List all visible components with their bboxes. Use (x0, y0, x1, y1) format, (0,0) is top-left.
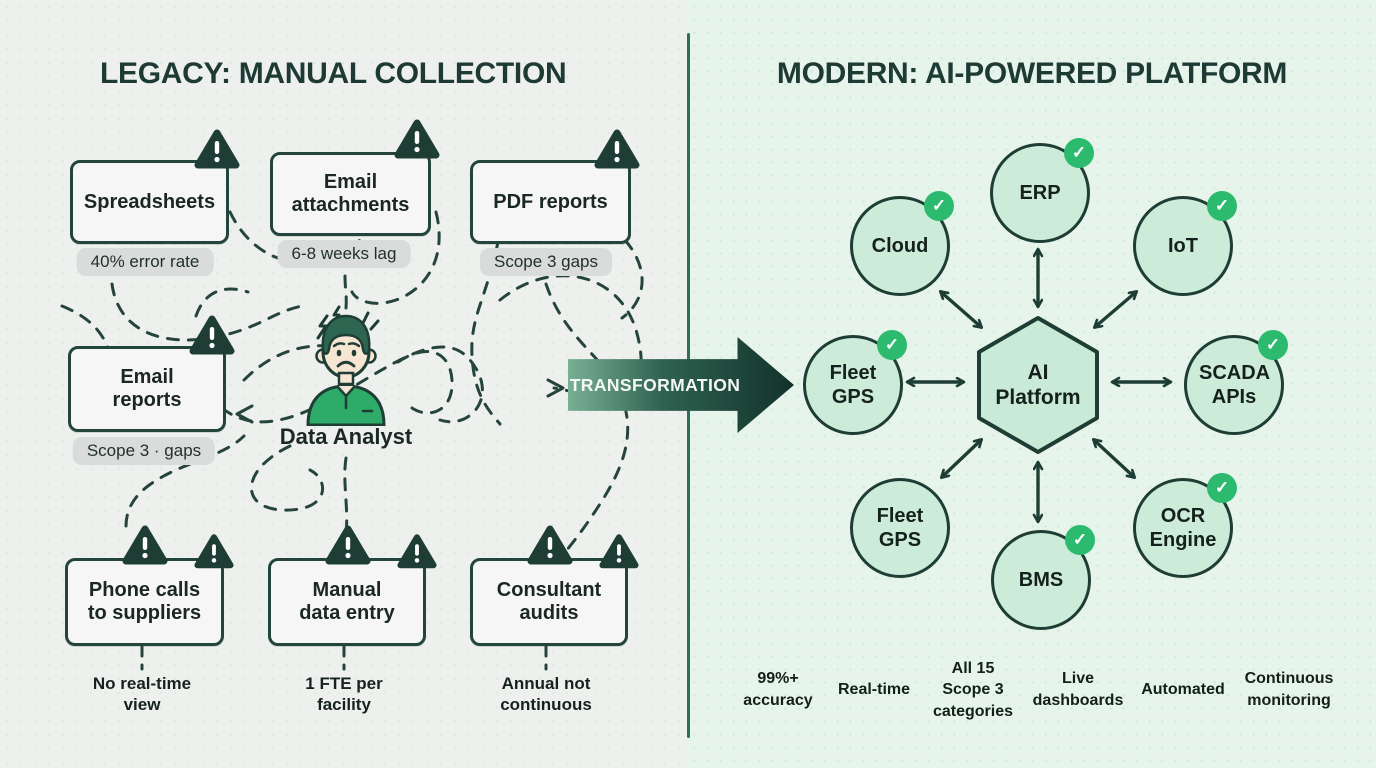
node-label: Fleet GPS (829, 362, 877, 408)
source-badge: 6-8 weeks lag (277, 240, 411, 268)
node-label: Cloud (871, 235, 929, 257)
node-ocr-engine: OCR Engine ✓ (1133, 473, 1237, 578)
source-label: PDF reports (493, 190, 608, 213)
node-fleet-gps-left: Fleet GPS ✓ (803, 330, 907, 435)
transformation-label: TRANSFORMATION (569, 374, 741, 395)
source-box-email-attachments: Email attachments (270, 152, 431, 236)
source-badge: Scope 3 · gaps (72, 437, 216, 465)
node-label: IoT (1168, 235, 1198, 257)
node-label: Fleet GPS (876, 505, 924, 551)
node-scada-apis: SCADA APIs ✓ (1184, 330, 1288, 435)
check-icon: ✓ (1064, 138, 1094, 168)
warning-icon (194, 533, 234, 570)
source-badge: Scope 3 gaps (480, 248, 612, 276)
ai-platform-hexagon (977, 316, 1099, 454)
source-box-pdf-reports: PDF reports (470, 160, 631, 244)
source-label: Spreadsheets (83, 190, 216, 213)
source-label: Phone calls to suppliers (87, 579, 202, 624)
benefit-scope3: All 15 Scope 3 categories (932, 659, 1014, 720)
warning-icon (189, 314, 235, 356)
node-label: OCR Engine (1149, 505, 1217, 551)
source-caption: Annual not continuous (500, 674, 592, 715)
source-box-manual-entry: Manual data entry (268, 558, 426, 646)
check-icon: ✓ (1207, 191, 1237, 221)
source-label: Email reports (112, 366, 182, 411)
warning-icon (397, 533, 437, 570)
node-erp: ERP ✓ (990, 138, 1094, 243)
warning-icon (599, 533, 639, 570)
source-caption: 1 FTE per facility (305, 674, 383, 715)
warning-icon (122, 524, 168, 566)
node-label: ERP (1019, 182, 1061, 204)
source-box-consultant-audits: Consultant audits (470, 558, 628, 646)
node-cloud: Cloud ✓ (850, 191, 954, 296)
benefit-monitoring: Continuous monitoring (1244, 670, 1334, 709)
benefit-accuracy: 99%+ accuracy (743, 670, 813, 709)
warning-icon (594, 128, 640, 170)
source-label: Manual data entry (299, 579, 395, 624)
source-caption: No real-time view (92, 674, 192, 715)
modern-title: MODERN: AI-POWERED PLATFORM (776, 57, 1288, 90)
node-label: BMS (1018, 569, 1064, 591)
source-box-spreadsheets: Spreadsheets (70, 160, 229, 244)
node-iot: IoT ✓ (1133, 191, 1237, 296)
node-bms: BMS ✓ (991, 525, 1095, 630)
check-icon: ✓ (877, 330, 907, 360)
check-icon: ✓ (1065, 525, 1095, 555)
node-fleet-gps-bottom: Fleet GPS (850, 478, 950, 578)
benefit-realtime: Real-time (837, 681, 911, 699)
check-icon: ✓ (1258, 330, 1288, 360)
node-label: SCADA APIs (1199, 362, 1271, 408)
source-label: Consultant audits (496, 579, 602, 624)
benefit-dashboards: Live dashboards (1032, 670, 1124, 709)
source-box-phone-calls: Phone calls to suppliers (65, 558, 224, 646)
source-box-email-reports: Email reports (68, 346, 226, 432)
data-analyst-illustration (306, 305, 386, 426)
caption-stubs (140, 645, 548, 671)
warning-icon (325, 524, 371, 566)
warning-icon (527, 524, 573, 566)
analyst-label: Data Analyst (279, 424, 413, 449)
check-icon: ✓ (924, 191, 954, 221)
check-icon: ✓ (1207, 473, 1237, 503)
tangle-arrowheads (235, 378, 565, 424)
warning-icon (194, 128, 240, 170)
connection-arrows (908, 250, 1170, 521)
benefit-automated: Automated (1141, 681, 1225, 699)
ai-platform-label: AI Platform (995, 360, 1081, 409)
source-label: Email attachments (291, 171, 410, 216)
source-badge: 40% error rate (76, 248, 214, 276)
legacy-title: LEGACY: MANUAL COLLECTION (100, 57, 567, 90)
warning-icon (394, 118, 440, 160)
